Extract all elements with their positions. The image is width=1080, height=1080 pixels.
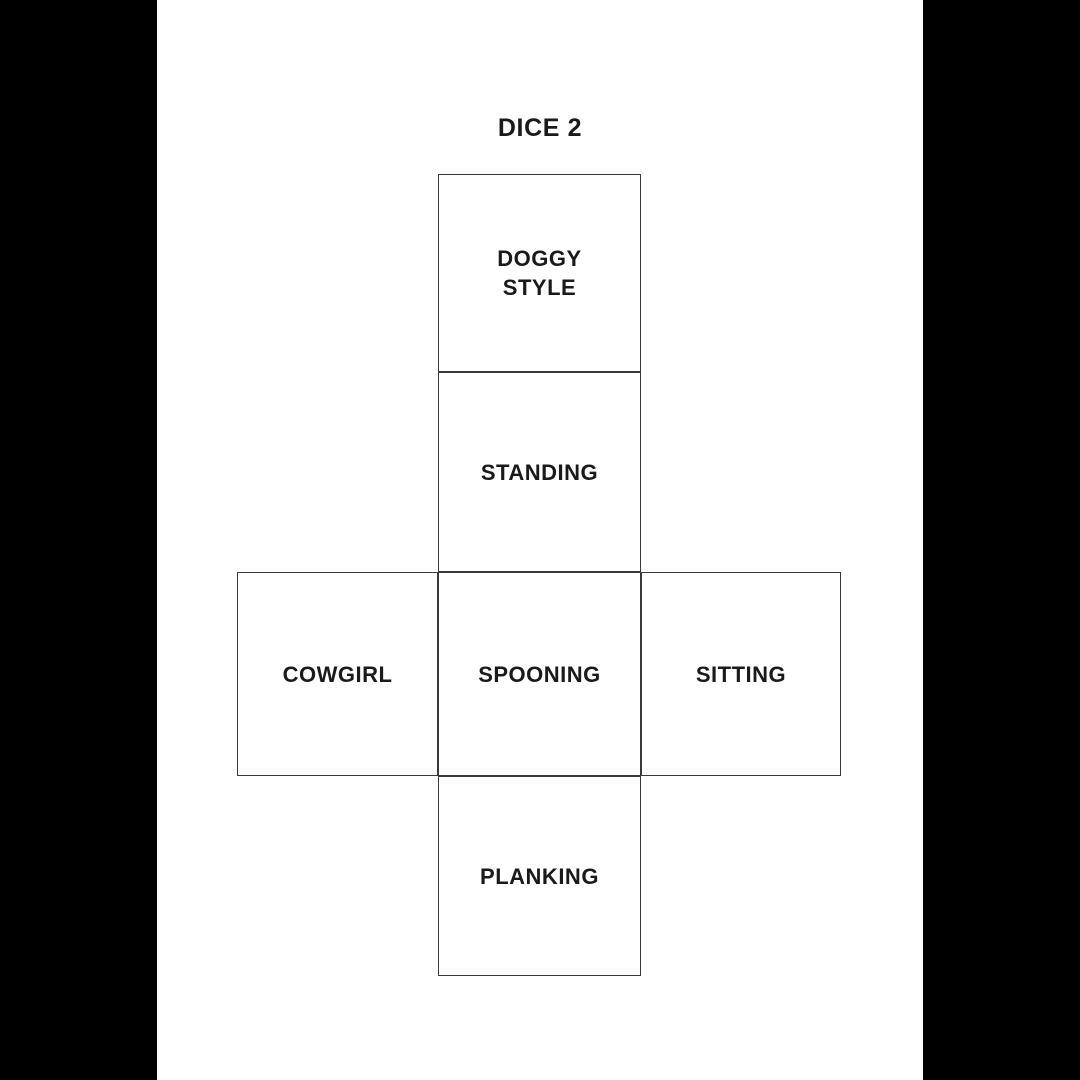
dice-face-top[interactable]: DOGGY STYLE [438, 174, 641, 372]
dice-face-upper[interactable]: STANDING [438, 372, 641, 572]
dice-face-left[interactable]: COWGIRL [237, 572, 438, 776]
dice-face-top-label: DOGGY STYLE [497, 246, 582, 300]
letterbox-right [923, 0, 1080, 1080]
dice-face-upper-label: STANDING [480, 459, 599, 485]
dice-face-right[interactable]: SITTING [641, 572, 841, 776]
paper-canvas: DICE 2 DOGGY STYLE STANDING COWGIRL SPOO… [157, 0, 923, 1080]
dice-face-left-label: COWGIRL [282, 661, 393, 687]
dice-face-right-label: SITTING [695, 661, 787, 687]
dice-face-center[interactable]: SPOONING [438, 572, 641, 776]
page-title: DICE 2 [497, 114, 583, 142]
dice-face-center-label: SPOONING [478, 661, 601, 687]
dice-face-bottom-label: PLANKING [480, 863, 599, 889]
dice-net: DOGGY STYLE STANDING COWGIRL SPOONING SI… [237, 174, 841, 976]
dice-face-bottom[interactable]: PLANKING [438, 776, 641, 976]
letterbox-left [0, 0, 157, 1080]
